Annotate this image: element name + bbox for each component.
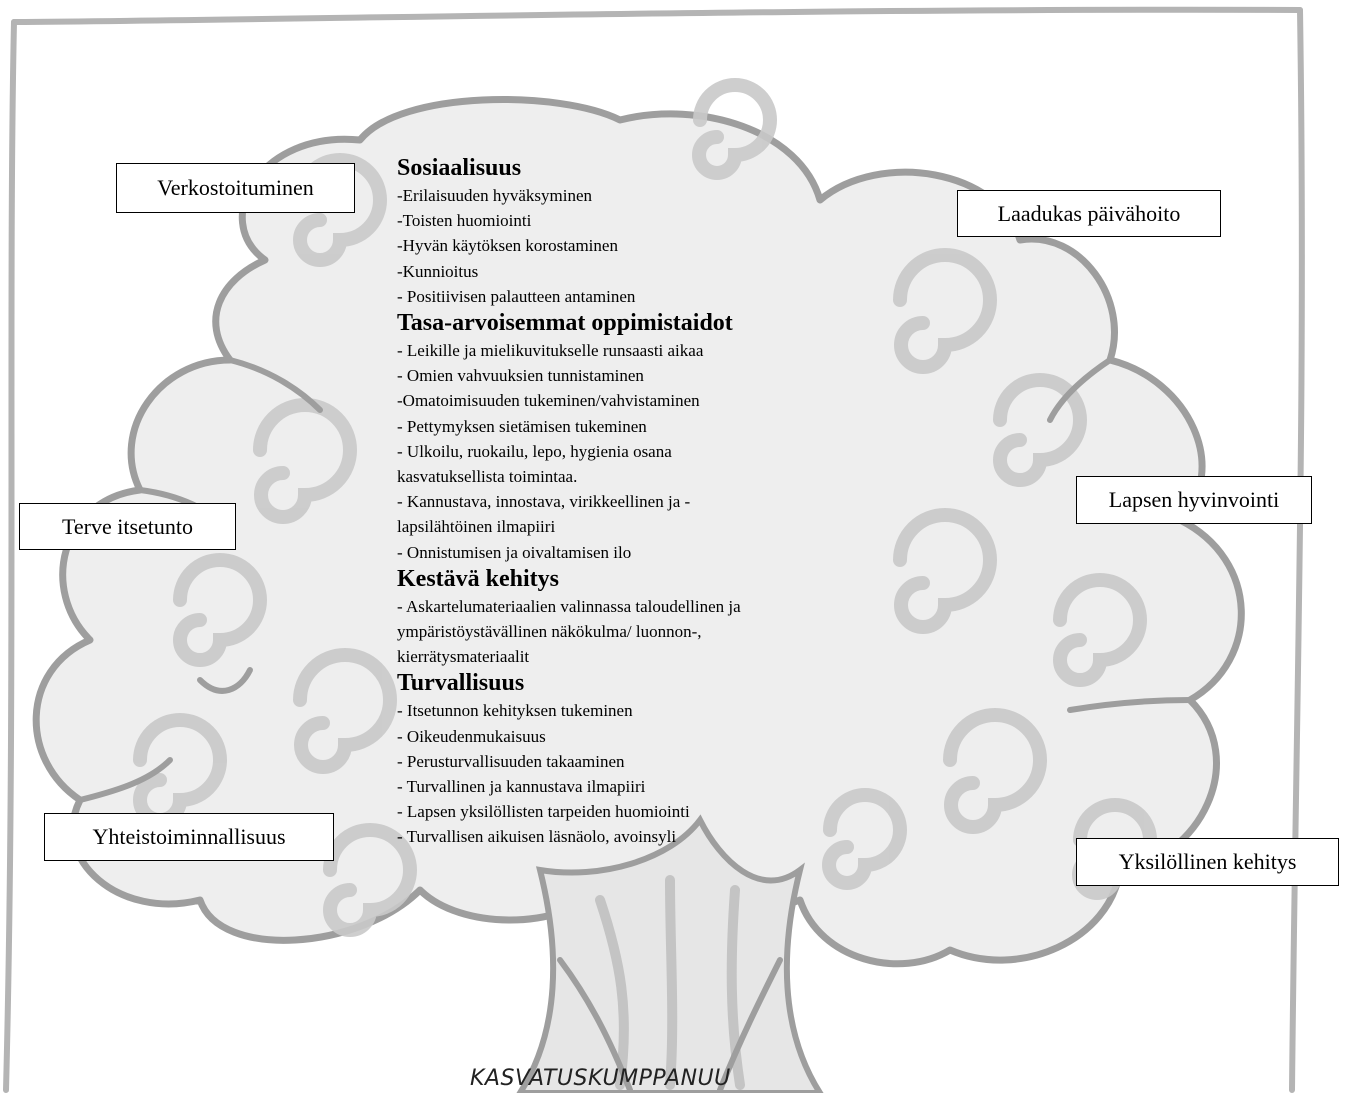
terve-itsetunto-box: Terve itsetunto xyxy=(19,503,236,550)
list-item: - Lapsen yksilöllisten tarpeiden huomioi… xyxy=(397,802,690,822)
section-heading: Kestävä kehitys xyxy=(397,565,559,592)
section-tasa-arvoisemmat: Tasa-arvoisemmat oppimistaidot - Leikill… xyxy=(397,309,857,565)
tree-trunk xyxy=(516,814,824,1093)
values-content: Sosiaalisuus -Erilaisuuden hyväksyminen … xyxy=(397,154,857,850)
yksilollinen-kehitys-label: Yksilöllinen kehitys xyxy=(1118,849,1297,874)
list-item: - Onnistumisen ja oivaltamisen ilo xyxy=(397,542,632,562)
verkostoituminen-box: Verkostoituminen xyxy=(116,163,355,213)
list-item: - Askartelumateriaalien valinnassa talou… xyxy=(397,596,741,667)
list-item: - Pettymyksen sietämisen tukeminen xyxy=(397,416,647,436)
laadukas-paivahoito-label: Laadukas päivähoito xyxy=(997,200,1181,226)
yksilollinen-kehitys-box: Yksilöllinen kehitys xyxy=(1076,838,1339,886)
list-item: - Ulkoilu, ruokailu, lepo, hygienia osan… xyxy=(397,441,672,487)
list-item: -Erilaisuuden hyväksyminen xyxy=(397,186,592,205)
section-sosiaalisuus: Sosiaalisuus -Erilaisuuden hyväksyminen … xyxy=(397,154,857,309)
list-item: - Itsetunnon kehityksen tukeminen xyxy=(397,701,633,721)
yhteistoiminnallisuus-label: Yhteistoiminnallisuus xyxy=(92,824,286,849)
list-item: - Kannustava, innostava, virikkeellinen … xyxy=(397,492,691,537)
lapsen-hyvinvointi-label: Lapsen hyvinvointi xyxy=(1108,487,1280,512)
list-item: -Hyvän käytöksen korostaminen xyxy=(397,236,618,256)
lapsen-hyvinvointi-box: Lapsen hyvinvointi xyxy=(1076,476,1312,524)
list-item: - Omien vahvuuksien tunnistaminen xyxy=(397,366,644,386)
list-item: - Perusturvallisuuden takaaminen xyxy=(397,751,625,771)
list-item: - Oikeudenmukaisuus xyxy=(397,726,546,746)
list-item: -Toisten huomiointi xyxy=(397,211,532,231)
frame-left xyxy=(3,19,17,1093)
list-item: -Kunnioitus xyxy=(397,261,479,281)
section-heading: Turvallisuus xyxy=(397,670,525,697)
footer-caption: KASVATUSKUMPPANUU xyxy=(470,1066,731,1091)
verkostoituminen-label: Verkostoituminen xyxy=(157,175,314,200)
list-item: -Omatoimisuuden tukeminen/vahvistaminen xyxy=(397,391,700,411)
laadukas-paivahoito-box: Laadukas päivähoito xyxy=(957,190,1221,237)
yhteistoiminnallisuus-box: Yhteistoiminnallisuus xyxy=(44,813,334,861)
section-heading: Tasa-arvoisemmat oppimistaidot xyxy=(397,310,733,337)
list-item: - Turvallisen aikuisen läsnäolo, avoinsy… xyxy=(397,827,677,847)
terve-itsetunto-label: Terve itsetunto xyxy=(61,513,194,539)
section-turvallisuus: Turvallisuus - Itsetunnon kehityksen tuk… xyxy=(397,669,857,849)
section-kestava-kehitys: Kestävä kehitys - Askartelumateriaalien … xyxy=(397,565,857,670)
crown-fill xyxy=(32,96,1245,968)
list-item: - Turvallinen ja kannustava ilmapiiri xyxy=(397,777,646,797)
section-heading: Sosiaalisuus xyxy=(397,155,522,181)
frame-top xyxy=(11,6,1303,25)
frame-right xyxy=(1289,7,1305,1093)
frame-lines xyxy=(3,6,1305,1093)
list-item: - Leikille ja mielikuvitukselle runsaast… xyxy=(397,341,704,361)
list-item: - Positiivisen palautteen antaminen xyxy=(397,286,636,306)
